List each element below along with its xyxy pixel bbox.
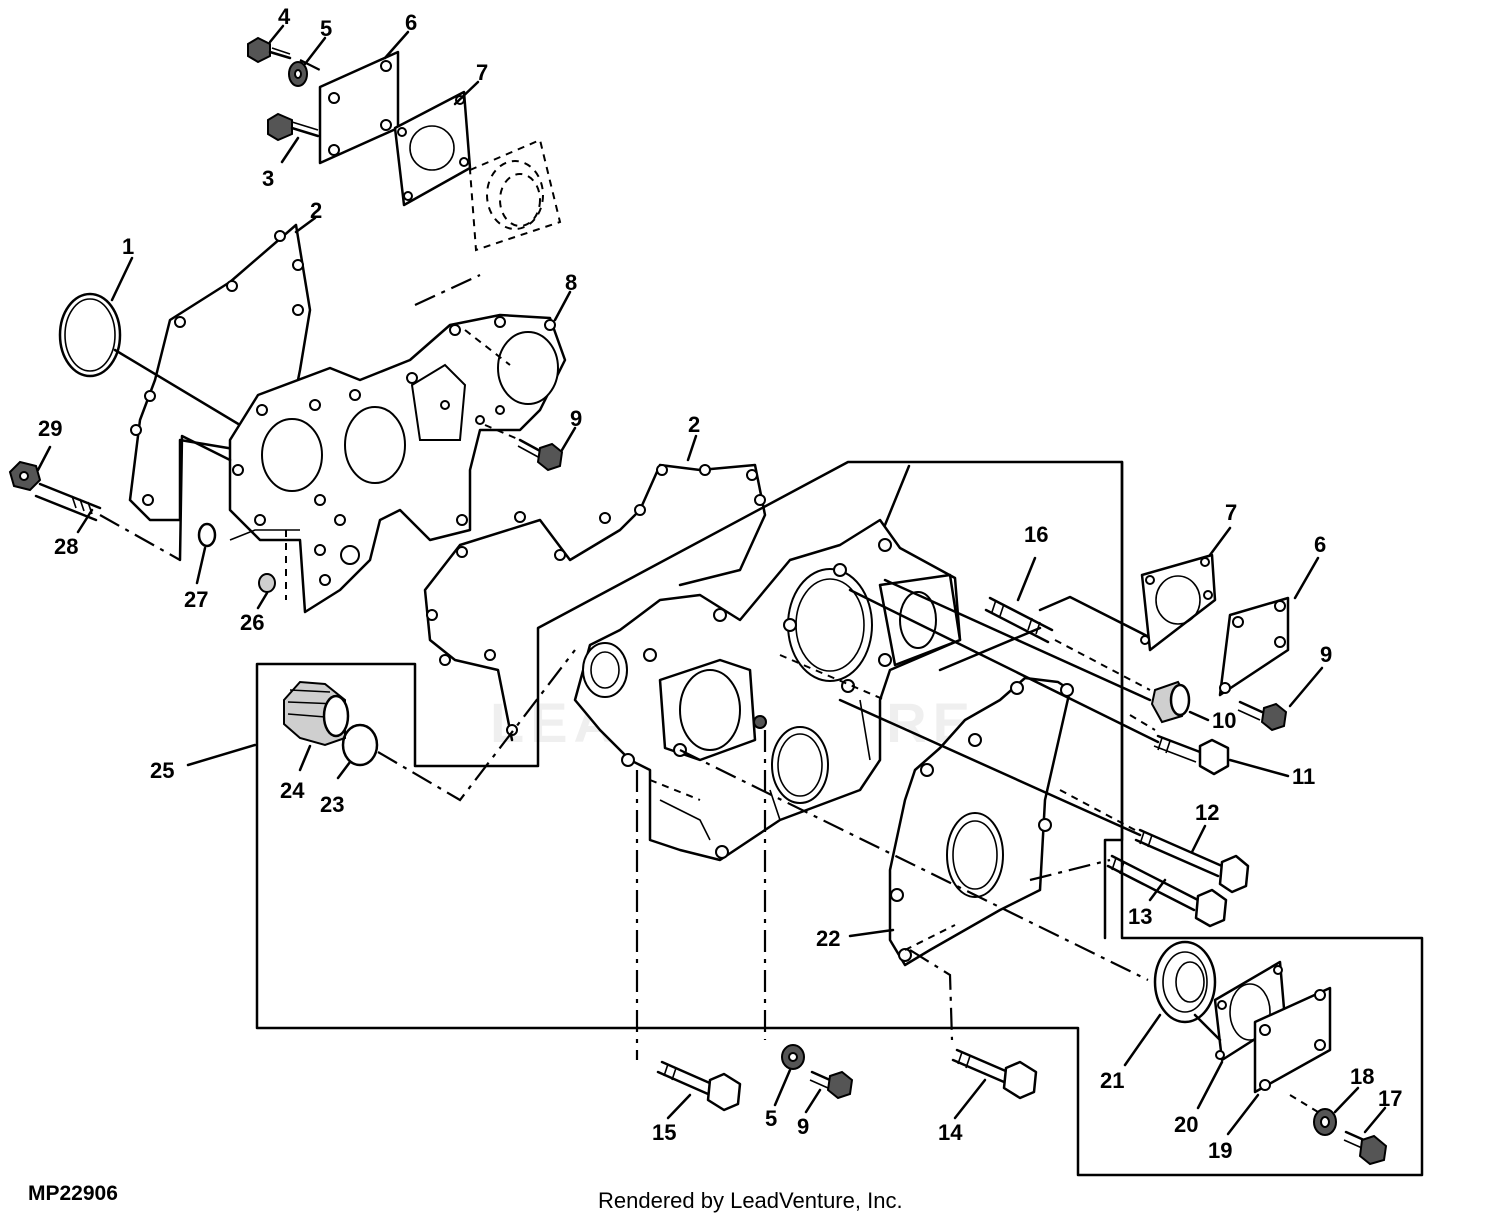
callout-7-right: 7 bbox=[1225, 500, 1237, 525]
leader-8b bbox=[464, 329, 511, 366]
o-ring-27[interactable] bbox=[197, 522, 217, 548]
bolt-13[interactable] bbox=[1106, 854, 1228, 928]
callout-5-bottom: 5 bbox=[765, 1106, 777, 1131]
cover-plate-6-right[interactable] bbox=[1218, 596, 1290, 697]
callout-14: 14 bbox=[938, 1120, 963, 1145]
callout-11: 11 bbox=[1292, 764, 1315, 789]
callout-12: 12 bbox=[1195, 800, 1219, 825]
callout-4: 4 bbox=[278, 4, 291, 29]
leader-18 bbox=[1289, 1094, 1319, 1113]
leader-16 bbox=[1054, 639, 1151, 691]
callout-2-center: 2 bbox=[688, 412, 700, 437]
callout-15: 15 bbox=[652, 1120, 676, 1145]
top-housing-phantom bbox=[468, 138, 562, 252]
callout-18: 18 bbox=[1350, 1064, 1374, 1089]
leader-16c bbox=[1038, 595, 1157, 642]
leader-27 bbox=[178, 434, 232, 562]
leader-23 bbox=[377, 649, 576, 802]
bolt-9-bottom[interactable] bbox=[809, 1070, 854, 1100]
diagram-code: MP22906 bbox=[28, 1182, 118, 1205]
cap-24[interactable] bbox=[283, 680, 350, 747]
leader-29 bbox=[99, 514, 181, 561]
leader-11 bbox=[1129, 714, 1156, 731]
callout-9-bottom: 9 bbox=[797, 1114, 809, 1139]
callout-20: 20 bbox=[1174, 1112, 1198, 1137]
leader-8a bbox=[414, 274, 481, 306]
top-bolt-3[interactable] bbox=[267, 112, 320, 142]
top-cover-plate[interactable] bbox=[318, 50, 400, 165]
callout-10: 10 bbox=[1212, 708, 1236, 733]
callout-26: 26 bbox=[240, 610, 264, 635]
callout-24: 24 bbox=[280, 778, 305, 803]
callout-1: 1 bbox=[122, 234, 134, 259]
callout-5-top: 5 bbox=[320, 16, 332, 41]
washer-5-bottom[interactable] bbox=[781, 1044, 805, 1070]
bolt-11[interactable] bbox=[1153, 734, 1230, 776]
nut-29[interactable] bbox=[8, 460, 42, 492]
o-ring-23[interactable] bbox=[341, 723, 379, 767]
group-outline-inner bbox=[1103, 460, 1124, 940]
leader-12 bbox=[1059, 789, 1136, 831]
front-plate-8[interactable] bbox=[228, 313, 567, 614]
center-gasket-2[interactable] bbox=[423, 463, 767, 742]
spacer-10[interactable] bbox=[1150, 680, 1191, 724]
bolt-14[interactable] bbox=[951, 1048, 1038, 1100]
seal-21[interactable] bbox=[1153, 940, 1217, 1024]
callout-23: 23 bbox=[320, 792, 344, 817]
callout-21: 21 bbox=[1100, 1068, 1124, 1093]
center-gasket-holes bbox=[426, 464, 766, 736]
callout-9-right: 9 bbox=[1320, 642, 1332, 667]
footer-credit: Rendered by LeadVenture, Inc. bbox=[598, 1188, 903, 1213]
callout-17: 17 bbox=[1378, 1086, 1402, 1111]
callout-29: 29 bbox=[38, 416, 62, 441]
callout-25: 25 bbox=[150, 758, 174, 783]
callout-22: 22 bbox=[816, 926, 840, 951]
bolt-15[interactable] bbox=[656, 1060, 742, 1112]
callout-28: 28 bbox=[54, 534, 78, 559]
front-cover-22[interactable] bbox=[888, 676, 1074, 967]
plug-26[interactable] bbox=[258, 573, 276, 593]
top-washer-5[interactable] bbox=[288, 61, 308, 87]
bolt-17[interactable] bbox=[1343, 1130, 1388, 1166]
callout-16: 16 bbox=[1024, 522, 1048, 547]
leader-top bbox=[299, 59, 321, 71]
bolt-9-upper[interactable] bbox=[484, 424, 564, 472]
bolt-12[interactable] bbox=[1134, 828, 1250, 894]
callout-8: 8 bbox=[565, 270, 577, 295]
callout-3: 3 bbox=[262, 166, 274, 191]
top-bolt-4[interactable] bbox=[247, 36, 292, 64]
callout-27: 27 bbox=[184, 587, 208, 612]
callout-2-upper: 2 bbox=[310, 198, 322, 223]
callout-numbers: 4 5 6 7 3 1 2 8 9 29 28 27 26 2 16 7 6 9… bbox=[38, 4, 1402, 1163]
callout-6-right: 6 bbox=[1314, 532, 1326, 557]
callout-lines bbox=[36, 24, 1387, 1136]
callout-9-upper: 9 bbox=[570, 406, 582, 431]
timing-gear-housing[interactable] bbox=[573, 518, 962, 862]
cover-plate-19[interactable] bbox=[1253, 986, 1332, 1094]
washer-18[interactable] bbox=[1313, 1108, 1337, 1136]
leader-16b bbox=[938, 626, 1042, 672]
leader-housing bbox=[883, 464, 911, 527]
assembly-leaders bbox=[635, 578, 1222, 1060]
group-outline-upper bbox=[255, 460, 1424, 1177]
callout-7-top: 7 bbox=[476, 60, 488, 85]
left-gasket-holes bbox=[130, 230, 304, 506]
o-ring-1-inner bbox=[64, 298, 116, 372]
gasket-7-right[interactable] bbox=[1140, 553, 1217, 652]
stud-16[interactable] bbox=[984, 596, 1054, 644]
top-cover-gasket[interactable] bbox=[393, 90, 472, 207]
stud-28[interactable] bbox=[34, 482, 102, 522]
bolt-9-right[interactable] bbox=[1237, 700, 1288, 732]
o-ring-1[interactable] bbox=[58, 292, 122, 378]
callout-13: 13 bbox=[1128, 904, 1152, 929]
callout-6-top: 6 bbox=[405, 10, 417, 35]
callout-19: 19 bbox=[1208, 1138, 1232, 1163]
